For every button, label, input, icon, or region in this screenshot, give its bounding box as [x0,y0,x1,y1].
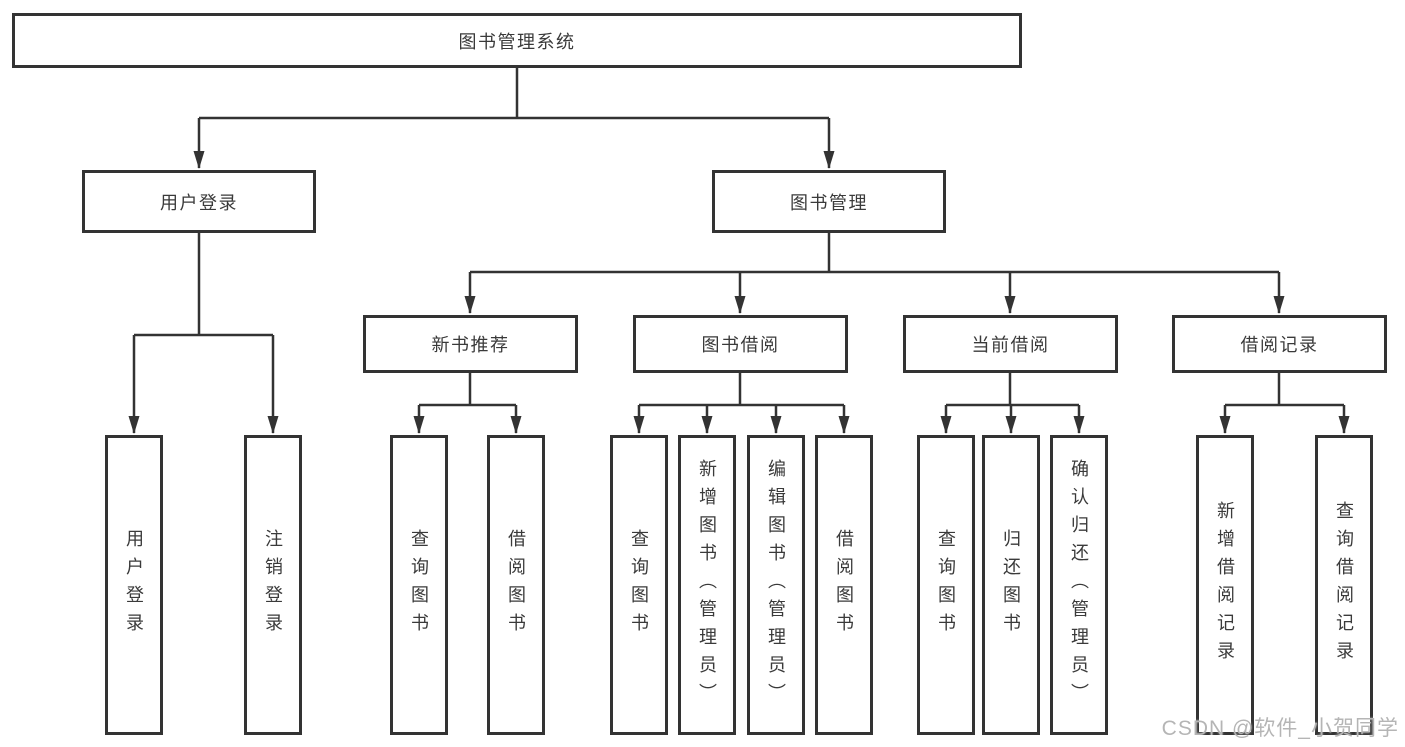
node-library-system-label: 图书管理系统 [458,31,576,52]
node-current-borrow-label: 当前借阅 [971,335,1050,355]
leaf-user-login: 用户登录 [105,435,163,735]
leaf-borrow-borrow-books: 借阅图书 [815,435,873,735]
leaf-add-borrow-record: 新增借阅记录 [1196,435,1254,735]
node-user-login-label: 用户登录 [160,192,238,213]
leaf-borrow-query-books: 查询图书 [610,435,668,735]
leaf-add-books-admin-label: 新增图书（管理员） [697,459,717,711]
node-user-login: 用户登录 [82,170,316,233]
node-borrow-records-label: 借阅记录 [1240,335,1319,355]
csdn-watermark: CSDN @软件_小贺同学 [1161,717,1399,740]
leaf-add-books-admin: 新增图书（管理员） [678,435,736,735]
node-book-borrow: 图书借阅 [633,315,848,373]
leaf-user-login-label: 用户登录 [124,529,144,641]
leaf-return-books: 归还图书 [982,435,1040,735]
node-book-management: 图书管理 [712,170,946,233]
leaf-query-borrow-record: 查询借阅记录 [1315,435,1373,735]
leaf-logout: 注销登录 [244,435,302,735]
leaf-newbook-borrow-books-label: 借阅图书 [506,529,526,641]
leaf-current-query-books: 查询图书 [917,435,975,735]
leaf-confirm-return-admin: 确认归还（管理员） [1050,435,1108,735]
leaf-newbook-query-books-label: 查询图书 [409,529,429,641]
node-borrow-records: 借阅记录 [1172,315,1387,373]
leaf-edit-books-admin-label: 编辑图书（管理员） [766,459,786,711]
node-current-borrow: 当前借阅 [903,315,1118,373]
leaf-query-borrow-record-label: 查询借阅记录 [1334,501,1354,669]
leaf-return-books-label: 归还图书 [1001,529,1021,641]
leaf-borrow-query-books-label: 查询图书 [629,529,649,641]
leaf-newbook-borrow-books: 借阅图书 [487,435,545,735]
node-new-book-recommend: 新书推荐 [363,315,578,373]
leaf-newbook-query-books: 查询图书 [390,435,448,735]
leaf-confirm-return-admin-label: 确认归还（管理员） [1069,459,1089,711]
node-new-book-recommend-label: 新书推荐 [431,335,510,355]
node-book-borrow-label: 图书借阅 [701,335,780,355]
leaf-add-borrow-record-label: 新增借阅记录 [1215,501,1235,669]
leaf-borrow-borrow-books-label: 借阅图书 [834,529,854,641]
leaf-edit-books-admin: 编辑图书（管理员） [747,435,805,735]
leaf-logout-label: 注销登录 [263,529,283,641]
node-book-management-label: 图书管理 [790,192,868,213]
node-library-system: 图书管理系统 [12,13,1022,68]
leaf-current-query-books-label: 查询图书 [936,529,956,641]
